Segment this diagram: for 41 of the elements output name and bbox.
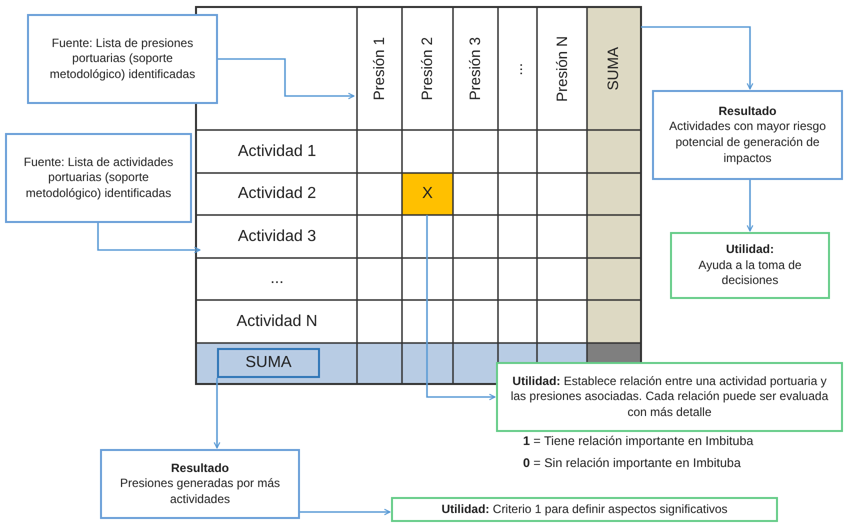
column-header: Presión N — [554, 36, 570, 102]
callout-text: Fuente: Lista de presiones portuarias (soporte metodológico) identificadas — [48, 36, 196, 82]
column-header: Presión 2 — [419, 37, 436, 101]
column-header: Presión 3 — [467, 37, 484, 101]
callout-box — [670, 232, 830, 299]
sum-box: SUMA — [217, 348, 320, 378]
note-text: 1 = Tiene relación importante en Imbituba — [523, 434, 754, 448]
callout-text: Utilidad: Establece relación entre una actividad portuaria y las presiones asociadas. Cada relación puede ser evaluada con más detalle — [510, 374, 830, 420]
row-header: Actividad 3 — [238, 228, 316, 246]
row-header: Actividad N — [236, 312, 318, 330]
table-cell — [587, 8, 640, 130]
callout-heading: Resultado — [718, 104, 776, 120]
callout-box — [5, 133, 192, 223]
callout-box — [27, 14, 218, 104]
table-cell — [402, 173, 453, 215]
callout-box — [652, 90, 843, 180]
callout-heading: Resultado — [170, 460, 229, 476]
callout-text: Fuente: Lista de actividades portuarias (soporte metodológico) identificadas — [22, 154, 174, 202]
row-header: Actividad 2 — [238, 185, 316, 203]
callout-text: Ayuda a la toma de decisiones — [697, 258, 803, 289]
callout-text: Utilidad: Criterio 1 para definir aspectos significativos — [441, 502, 728, 518]
arrow — [214, 378, 220, 449]
column-header: ... — [509, 62, 526, 76]
arrow — [426, 215, 496, 400]
column-header: SUMA — [605, 47, 622, 91]
callout-text: Presiones generadas por más actividades — [118, 476, 282, 508]
arrow — [300, 508, 391, 516]
arrow — [218, 58, 355, 100]
callout-heading: Utilidad: — [726, 242, 774, 258]
cell-mark: X — [422, 185, 433, 203]
arrow — [97, 223, 201, 254]
row-header: Actividad 1 — [238, 142, 316, 160]
note-text: 0 = Sin relación importante en Imbituba — [523, 456, 741, 470]
callout-box — [496, 362, 843, 432]
callout-text: Actividades con mayor riesgo potencial de generación de impactos — [668, 119, 827, 166]
arrow — [746, 180, 754, 232]
callout-box — [100, 449, 300, 519]
column-header: Presión 1 — [371, 37, 388, 101]
arrow — [641, 26, 754, 90]
row-header: ... — [270, 270, 284, 288]
callout-box — [391, 497, 778, 522]
